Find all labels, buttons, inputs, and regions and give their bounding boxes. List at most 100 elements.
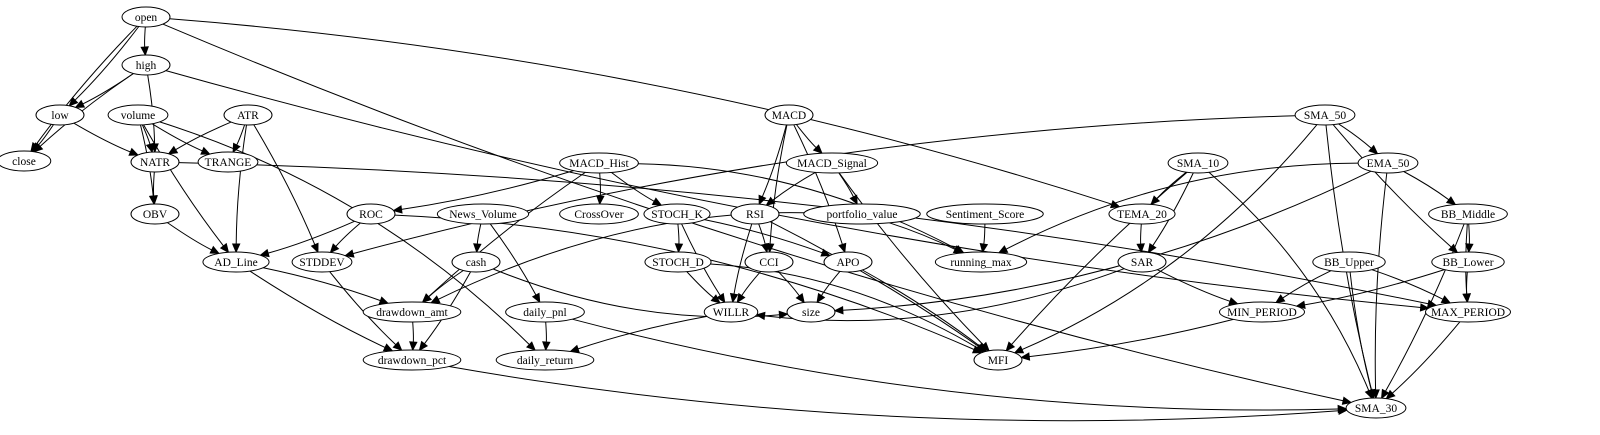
node-label: CrossOver [574, 209, 623, 221]
node-sma-10: SMA_10 [1167, 152, 1229, 174]
edge-bb-middle-to-bb-lower [1465, 223, 1474, 254]
node-ellipse [451, 251, 501, 273]
node-ellipse [362, 301, 462, 323]
node-ellipse [291, 251, 353, 273]
edge-rsi-to-cci [758, 223, 770, 254]
edge-line [1021, 124, 1318, 351]
node-ellipse [130, 203, 180, 225]
node-label: portfolio_value [827, 209, 898, 221]
arrowhead [382, 343, 394, 352]
edge-line [838, 172, 984, 346]
arrowhead [542, 341, 551, 352]
edge-line [428, 171, 586, 298]
edge-ad-line-to-drawdown-pct [249, 270, 394, 352]
edge-news-volume-to-daily-pnl [489, 223, 541, 304]
node-ellipse [934, 251, 1028, 273]
node-label: STOCH_K [651, 209, 703, 221]
arrowhead [1337, 404, 1348, 414]
node-label: CCI [759, 257, 778, 269]
node-ellipse [121, 6, 171, 28]
node-label: cash [466, 257, 487, 269]
node-daily-return: daily_return [495, 349, 595, 371]
node-ellipse [644, 251, 712, 273]
edge-sma-10-to-sma-30 [1208, 171, 1373, 400]
edge-cash-to-drawdown-amt [421, 270, 464, 304]
edge-stoch-k-to-apo [704, 219, 831, 257]
arrowhead [1341, 396, 1353, 405]
node-volume: volume [107, 104, 169, 126]
edge-bb-upper-to-min-period [1274, 270, 1332, 304]
edge-ema-50-to-size [833, 170, 1372, 315]
arrowhead [392, 205, 403, 214]
node-ellipse [823, 251, 873, 273]
node-crossover: CrossOver [559, 203, 639, 225]
edge-atr-to-natr [167, 121, 232, 155]
node-label: drawdown_pct [378, 355, 447, 367]
arrowhead [378, 296, 390, 305]
arrowhead [1274, 294, 1286, 304]
edge-atr-to-trange [232, 124, 246, 154]
edge-line [253, 124, 316, 245]
node-ellipse [1294, 104, 1356, 126]
edge-ema-50-to-bb-middle [1403, 171, 1457, 206]
edge-low-to-natr [73, 122, 140, 156]
edge-line [1374, 172, 1388, 391]
edge-max-period-to-sma-30 [1385, 321, 1461, 400]
arrowhead [1368, 144, 1379, 155]
edge-apo-to-mfi [862, 269, 988, 352]
node-ellipse [1167, 152, 1229, 174]
node-label: MAX_PERIOD [1431, 307, 1505, 319]
edge-line [796, 124, 817, 149]
arrowhead [128, 147, 140, 156]
arrowhead [674, 243, 684, 254]
edge-open-to-low [68, 26, 140, 107]
node-label: Sentiment_Score [946, 209, 1025, 221]
edge-volume-to-natr [141, 124, 154, 154]
edge-line [1349, 271, 1372, 391]
edge-line [889, 222, 956, 250]
node-stddev: STDDEV [291, 251, 353, 273]
edge-open-to-tema-20 [169, 18, 1121, 209]
arrowhead [1385, 389, 1396, 400]
edge-rsi-to-mfi [769, 221, 987, 353]
edge-line [772, 171, 816, 201]
node-ellipse [436, 203, 530, 225]
edge-line [151, 123, 203, 152]
edge-stoch-d-to-willr [686, 271, 721, 304]
node-label: EMA_50 [1367, 158, 1410, 170]
edge-line [677, 223, 680, 245]
node-bb-lower: BB_Lower [1431, 251, 1505, 273]
arrowhead [812, 144, 823, 155]
node-cash: cash [451, 251, 501, 273]
edge-line [153, 171, 155, 197]
arrowhead [1445, 196, 1457, 206]
arrowhead [232, 142, 241, 154]
node-label: open [135, 12, 158, 24]
node-ellipse [505, 301, 585, 323]
edge-line [820, 271, 841, 296]
edge-macd-to-cci [765, 124, 788, 254]
edge-line [1140, 223, 1142, 245]
node-ellipse [35, 104, 85, 126]
node-ellipse [703, 301, 759, 323]
node-ellipse [785, 152, 879, 174]
node-ellipse [0, 150, 52, 172]
arrowhead [344, 249, 355, 258]
edge-line [741, 271, 762, 296]
arrowhead [259, 248, 270, 258]
edge-sma-50-to-stddev [344, 115, 1296, 258]
node-drawdown-amt: drawdown_amt [362, 301, 462, 323]
node-ellipse [744, 251, 794, 273]
edge-line [1157, 269, 1231, 302]
node-ellipse [764, 104, 814, 126]
edge-cci-to-willr [736, 271, 762, 304]
node-sma-30: SMA_30 [1345, 397, 1407, 419]
arrowhead [765, 196, 776, 206]
edge-line [449, 366, 1339, 422]
edge-line [545, 321, 547, 343]
arrowhead [979, 242, 989, 254]
edge-line [39, 73, 134, 147]
node-label: SAR [1131, 257, 1154, 269]
node-label: daily_return [517, 355, 573, 367]
edge-line [1282, 270, 1332, 299]
